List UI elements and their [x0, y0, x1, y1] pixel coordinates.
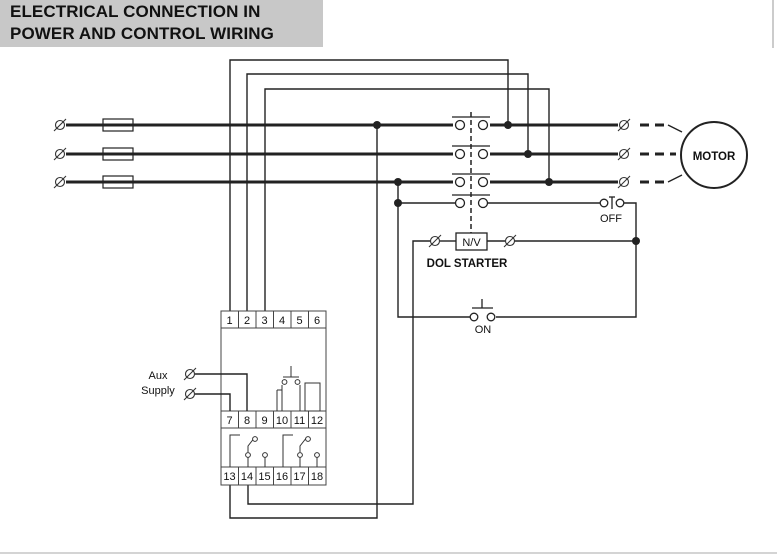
aux-label: Aux	[149, 370, 168, 382]
motor-leads	[640, 125, 682, 182]
on-button-symbol: ON	[470, 299, 495, 336]
terminal-7: 7	[226, 415, 232, 427]
off-label: OFF	[600, 213, 622, 225]
terminal-icon	[618, 119, 630, 188]
terminal-2: 2	[244, 315, 250, 327]
motor-symbol: MOTOR	[681, 122, 747, 188]
terminal-12: 12	[311, 415, 323, 427]
fuse-icon	[103, 119, 133, 188]
nv-coil-symbol: N/V DOL STARTER	[427, 233, 516, 270]
relay-unit: 1 2 3 4 5 6 7 8 9 10 11 12 13 14 15 16 1…	[221, 311, 326, 485]
terminal-10: 10	[276, 415, 288, 427]
terminal-8: 8	[244, 415, 250, 427]
supply-label: Supply	[141, 385, 175, 397]
nv-label: N/V	[462, 237, 481, 249]
terminal-4: 4	[279, 315, 285, 327]
terminal-1: 1	[226, 315, 232, 327]
contactor-contacts	[452, 112, 490, 236]
terminal-15: 15	[258, 471, 270, 483]
terminal-18: 18	[311, 471, 323, 483]
terminal-13: 13	[223, 471, 235, 483]
terminal-3: 3	[261, 315, 267, 327]
terminal-16: 16	[276, 471, 288, 483]
off-button-symbol: OFF	[600, 197, 624, 225]
terminal-9: 9	[261, 415, 267, 427]
terminal-5: 5	[296, 315, 302, 327]
on-label: ON	[475, 324, 492, 336]
terminal-17: 17	[293, 471, 305, 483]
sensing-wires	[230, 60, 549, 313]
terminal-14: 14	[241, 471, 253, 483]
motor-label: MOTOR	[693, 151, 736, 163]
terminal-6: 6	[314, 315, 320, 327]
dol-starter-label: DOL STARTER	[427, 258, 508, 270]
terminal-icon	[54, 119, 66, 188]
terminal-11: 11	[294, 415, 305, 427]
